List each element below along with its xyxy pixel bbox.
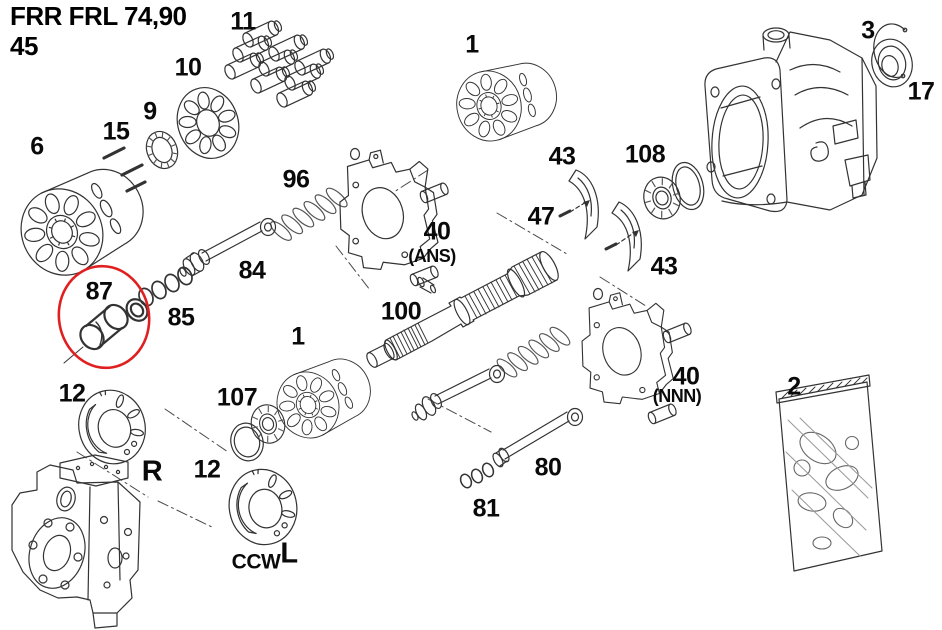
diagram-title: FRR FRL 74,90 45 [10,1,187,62]
seal-kit-bag [775,374,883,572]
front-housing [11,454,141,629]
cradle-shell-43-lower [611,201,642,272]
needle-bearing-9 [145,130,179,170]
label-part-15: 15 [102,117,130,146]
bearing-107 [230,400,290,462]
retainer-plate-10 [176,87,240,159]
label-part-40-nnn-variant: (NNN) [652,386,702,406]
label-part-3: 3 [861,16,875,45]
cylinder-block-6 [5,152,160,291]
label-part-40-ans: 40 [423,217,451,246]
label-part-43-upper: 43 [548,142,576,171]
diagram-title-line1: FRR FRL 74,90 [10,1,187,31]
spring-mid [492,320,575,385]
label-part-47: 47 [527,202,555,231]
cylinder-block-1-top [448,52,566,150]
cradle-shell-43-upper [568,169,599,240]
label-part-9: 9 [143,97,157,126]
label-part-40-ans-variant: (ANS) [408,246,456,266]
label-part-80: 80 [534,453,562,482]
label-part-11: 11 [230,7,256,36]
label-part-1-mid: 1 [291,322,305,351]
screw [417,276,437,294]
diagram-title-line2: 45 [10,30,38,61]
assembly-centerlines [76,169,647,529]
label-part-43-lower: 43 [650,252,678,281]
swash-plate-40-nnn [577,287,694,426]
pins-47 [558,200,639,251]
label-part-81: 81 [472,494,500,523]
label-part-12-left: 12 [58,379,86,408]
label-part-6: 6 [30,132,44,161]
label-part-40-nnn: 40 [672,362,700,391]
servo-rod-84 [179,217,277,277]
label-part-107: 107 [216,383,258,412]
label-part-10: 10 [174,53,202,82]
label-part-85: 85 [167,303,195,332]
retaining-ring [873,23,908,79]
label-rotation-l: L [280,537,298,570]
pins-15 [102,146,147,193]
rod-80 [492,407,584,468]
bushing-87 [63,298,149,364]
swash-plate-40-ans [334,145,451,294]
label-part-96: 96 [282,165,310,194]
label-part-1-top: 1 [465,30,479,59]
rear-housing [704,27,878,213]
highlight-ellipse [57,264,151,370]
label-part-2: 2 [787,372,801,401]
label-part-100: 100 [380,297,422,326]
bearing-108 [638,161,705,224]
label-part-84: 84 [238,256,266,285]
label-rotation-ccw: CCW [231,550,281,574]
label-rotation-r: R [141,455,163,488]
label-part-108: 108 [624,140,666,169]
label-part-17: 17 [907,77,935,106]
label-part-12-mid: 12 [193,455,221,484]
drive-shaft-100 [366,250,559,368]
o-rings-81 [459,462,495,489]
servo-rod-lower [411,364,506,421]
label-part-87: 87 [85,277,113,306]
